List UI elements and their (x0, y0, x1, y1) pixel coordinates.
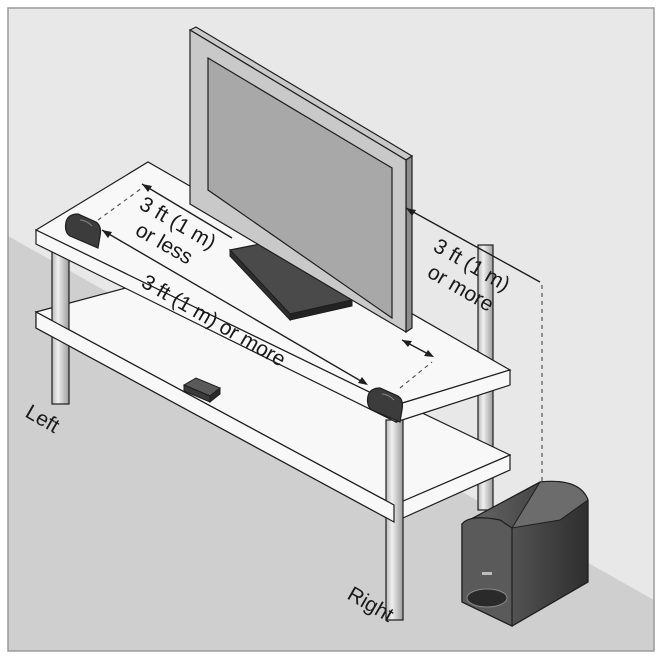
bass-module-arrowhead-a (406, 208, 416, 216)
bass-module-top (511, 480, 589, 529)
tv-stand-base-side (289, 299, 353, 321)
right-speaker-highlight (381, 393, 395, 401)
right-speaker-guide (399, 361, 433, 389)
bass-module-badge (482, 572, 492, 575)
tv-clearance-arrowhead-b (424, 350, 434, 357)
speaker-spacing-arrowhead-a (102, 230, 112, 238)
bass-module-port (466, 588, 508, 608)
bottom-shelf-front-overlay (35, 310, 395, 524)
tv-side-edge (405, 154, 413, 334)
bass-module-distance-arrow (405, 207, 541, 283)
speaker-spacing-arrowhead-b (358, 377, 368, 385)
tv-screen (207, 56, 393, 320)
speaker-spacing-arrow (101, 229, 367, 385)
tv-clearance-arrowhead-a (402, 340, 412, 347)
speaker-gap-arrow (141, 183, 233, 239)
right-speaker (366, 387, 404, 423)
left-speaker-guide (97, 187, 143, 221)
left-speaker (64, 213, 102, 249)
speaker-gap-arrowhead-a (142, 184, 152, 192)
left-speaker-highlight (79, 219, 93, 227)
receiver-side (209, 386, 221, 404)
frame-border (7, 7, 655, 652)
